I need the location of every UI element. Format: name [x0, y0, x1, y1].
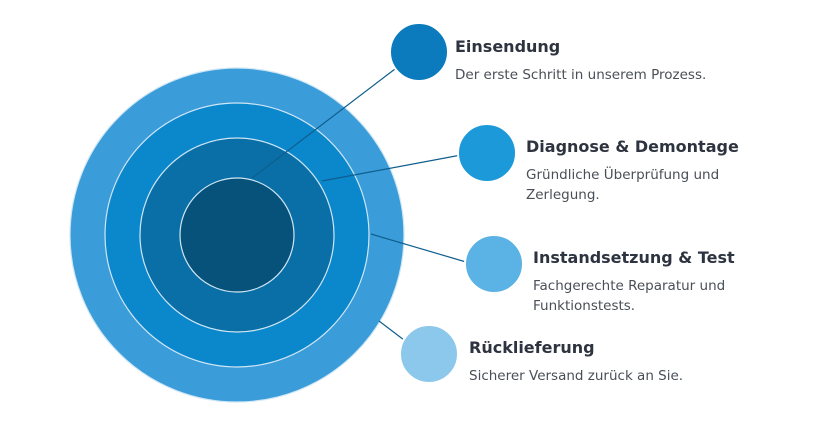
step-4-description: Sicherer Versand zurück an Sie. [469, 366, 809, 386]
connector-line-4 [378, 320, 405, 341]
step-3-dot [464, 234, 524, 294]
step-3-desc-line-1: Fachgerechte Reparatur und [533, 278, 726, 294]
step-1-desc-line-1: Der erste Schritt in unserem Prozess. [455, 67, 707, 83]
connector-line-1 [251, 68, 396, 179]
step-2-desc-line-2: Zerlegung. [526, 187, 600, 203]
step-1-description: Der erste Schritt in unserem Prozess. [455, 65, 795, 85]
step-3-desc-line-2: Funktionstests. [533, 298, 636, 314]
step-1-dot [389, 22, 449, 82]
step-4-desc-line-1: Sicherer Versand zurück an Sie. [469, 368, 684, 384]
step-2-desc-line-1: Gründliche Überprüfung und [526, 167, 720, 183]
step-3-description: Fachgerechte Reparatur und Funktionstest… [533, 276, 773, 316]
step-diagnose-demontage: Diagnose & Demontage Gründliche Überprüf… [526, 137, 806, 205]
step-4-title: Rücklieferung [469, 338, 595, 357]
step-2-title: Diagnose & Demontage [526, 137, 739, 156]
ring-core [179, 177, 295, 293]
step-1-title: Einsendung [455, 37, 561, 56]
step-ruecklieferung: Rücklieferung Sicherer Versand zurück an… [469, 338, 809, 386]
step-2-description: Gründliche Überprüfung und Zerlegung. [526, 165, 766, 205]
step-instandsetzung-test: Instandsetzung & Test Fachgerechte Repar… [533, 248, 813, 316]
step-einsendung: Einsendung Der erste Schritt in unserem … [455, 37, 795, 85]
step-2-dot [457, 123, 517, 183]
step-3-title: Instandsetzung & Test [533, 248, 735, 267]
connector-line-3 [370, 233, 467, 263]
connector-line-2 [321, 154, 462, 182]
step-4-dot [399, 324, 459, 384]
